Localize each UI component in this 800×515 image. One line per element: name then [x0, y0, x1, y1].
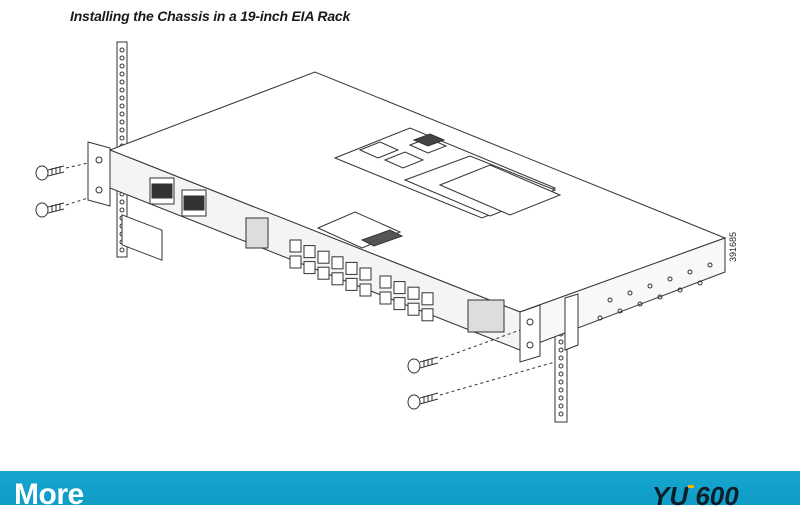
screw-top-right [407, 329, 521, 374]
right-mounting-bracket [519, 293, 579, 363]
footer-bar: More YU 600 [0, 471, 800, 511]
chassis-rack-illustration [35, 41, 727, 423]
screw-bottom-left [35, 197, 89, 218]
front-panel [121, 177, 505, 333]
screw-bottom-right [407, 361, 556, 410]
brand-logo-text: YU 600 [652, 483, 739, 507]
side-vents [597, 262, 713, 321]
figure-caption: Installing the Chassis in a 19-inch EIA … [70, 8, 351, 24]
brand-logo: YU 600 [652, 483, 739, 507]
figure-id: 391685 [728, 231, 738, 262]
left-mounting-bracket [87, 141, 111, 207]
screw-top-left [35, 162, 89, 181]
corner-mark: ' [760, 0, 762, 7]
more-button[interactable]: More [14, 478, 84, 511]
